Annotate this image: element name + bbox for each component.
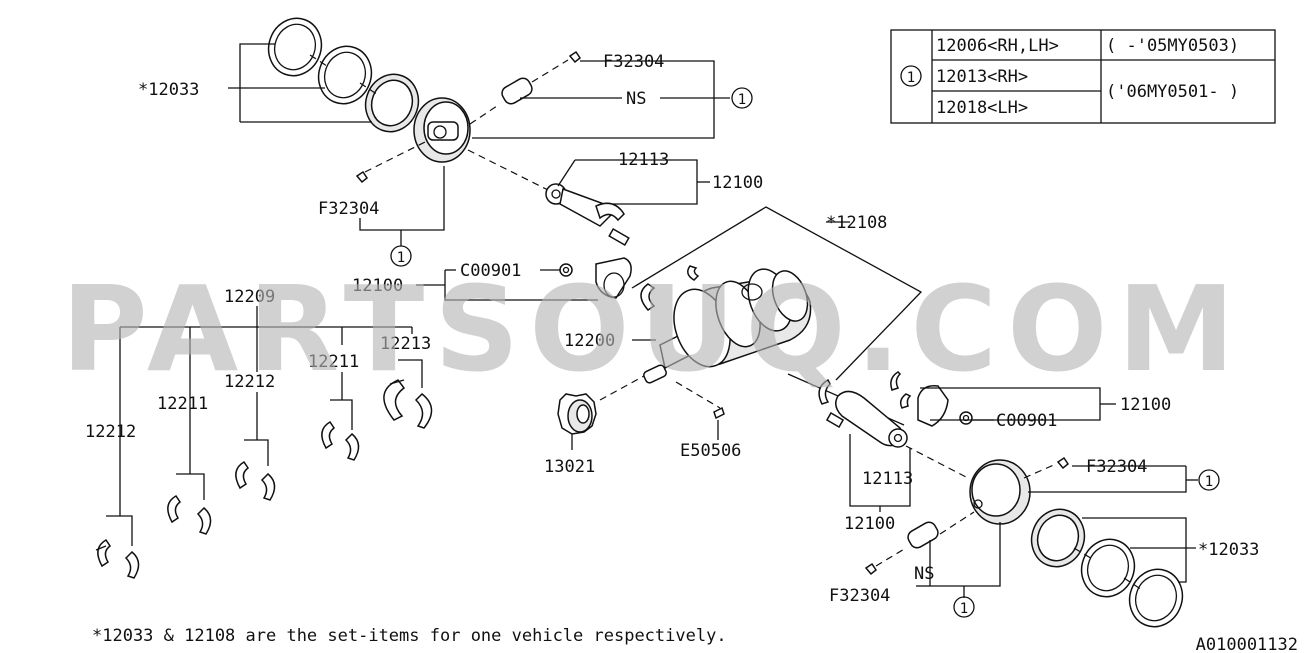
circle-bottom-icon xyxy=(953,596,975,618)
label-ring-bottom: *12033 xyxy=(1198,540,1259,560)
bearing-12212-a xyxy=(95,539,140,579)
label-bearing-12211-a: 12211 xyxy=(157,394,208,414)
diagram-code: A010001132 xyxy=(1196,635,1298,653)
circle-bottom-right-icon xyxy=(1198,469,1220,491)
bearing-lower-left-icon xyxy=(818,378,831,405)
label-nut-left: C00901 xyxy=(460,261,521,281)
label-rod-right: 12100 xyxy=(1120,395,1171,415)
rod-cap-left xyxy=(595,257,632,299)
label-nut-right: C00901 xyxy=(996,411,1057,431)
legend-row-2-range: ('06MY0501- ) xyxy=(1106,82,1239,102)
label-circle-bottom-right: 1 xyxy=(1205,474,1213,490)
label-bearing-12212-a: 12212 xyxy=(85,422,136,442)
label-clip-top-left: F32304 xyxy=(318,199,379,219)
label-crank: 12200 xyxy=(564,331,615,351)
legend-row-3-part: 12018<LH> xyxy=(936,98,1028,118)
crankshaft xyxy=(643,268,812,384)
piston-top xyxy=(413,97,471,163)
label-rod-bolt-top: 12113 xyxy=(618,150,669,170)
bearing-12213 xyxy=(383,379,433,429)
label-rod-left: 12100 xyxy=(352,276,403,296)
piston-pin-top xyxy=(501,77,533,105)
label-clip-bottom-left: F32304 xyxy=(829,586,890,606)
label-ns-bottom: NS xyxy=(914,564,934,584)
label-circle-bottom: 1 xyxy=(960,601,968,617)
sprocket xyxy=(557,393,597,435)
piston-rings-bottom xyxy=(1030,508,1184,628)
circle-top-left-icon xyxy=(390,245,412,267)
piston-pin-bottom xyxy=(907,521,939,549)
bearing-upper-left-icon xyxy=(640,283,656,311)
legend-circle-label: 1 xyxy=(907,70,915,86)
clip-top-left-icon xyxy=(355,170,369,184)
rod-cap-right xyxy=(917,385,949,427)
label-crank-set: *12108 xyxy=(826,213,887,233)
label-key: E50506 xyxy=(680,441,741,461)
label-bearing-12211-b: 12211 xyxy=(308,352,359,372)
legend-row-1-range: ( -'05MY0503) xyxy=(1106,36,1239,56)
label-bearing-12212-b: 12212 xyxy=(224,372,275,392)
label-rod-bolt-bottom: 12113 xyxy=(862,469,913,489)
label-bearing-set: 12209 xyxy=(224,287,275,307)
label-clip-top: F32304 xyxy=(603,52,664,72)
clip-top-icon xyxy=(568,50,582,64)
key-icon xyxy=(713,406,725,420)
label-rod-top: 12100 xyxy=(712,173,763,193)
label-rod-bottom: 12100 xyxy=(844,514,895,534)
piston-bottom xyxy=(969,459,1031,525)
connecting-rod-bottom xyxy=(825,390,908,448)
clip-bottom-right-icon xyxy=(1056,456,1070,470)
circle-top-right-icon xyxy=(731,87,753,109)
bearing-12211-a xyxy=(167,495,212,535)
bearing-lower-mid-icon xyxy=(890,371,902,391)
connecting-rod-top xyxy=(545,183,630,246)
label-ring-top: *12033 xyxy=(138,80,199,100)
watermark-logo: PARTSOUQ.COM xyxy=(61,260,1245,398)
legend-circle-icon xyxy=(900,65,922,87)
clip-bottom-left-icon xyxy=(864,562,878,576)
legend-table: 1 12006<RH,LH> ( -'05MY0503) 12013<RH> (… xyxy=(890,29,1276,124)
bearing-12212-b xyxy=(235,461,276,501)
nut-right-icon xyxy=(959,411,973,425)
label-ns-top: NS xyxy=(626,89,646,109)
bearing-12211-b xyxy=(321,421,360,461)
label-clip-bottom-right: F32304 xyxy=(1086,457,1147,477)
label-bearing-12213: 12213 xyxy=(380,334,431,354)
piston-rings-top xyxy=(267,17,420,133)
label-circle-top-right: 1 xyxy=(738,92,746,108)
footnote: *12033 & 12108 are the set-items for one… xyxy=(92,626,727,646)
label-sprocket: 13021 xyxy=(544,457,595,477)
label-circle-top-left: 1 xyxy=(397,250,405,266)
legend-row-1-part: 12006<RH,LH> xyxy=(936,36,1059,56)
legend-row-2-part: 12013<RH> xyxy=(936,67,1028,87)
bearing-upper-mid-icon xyxy=(687,265,700,281)
